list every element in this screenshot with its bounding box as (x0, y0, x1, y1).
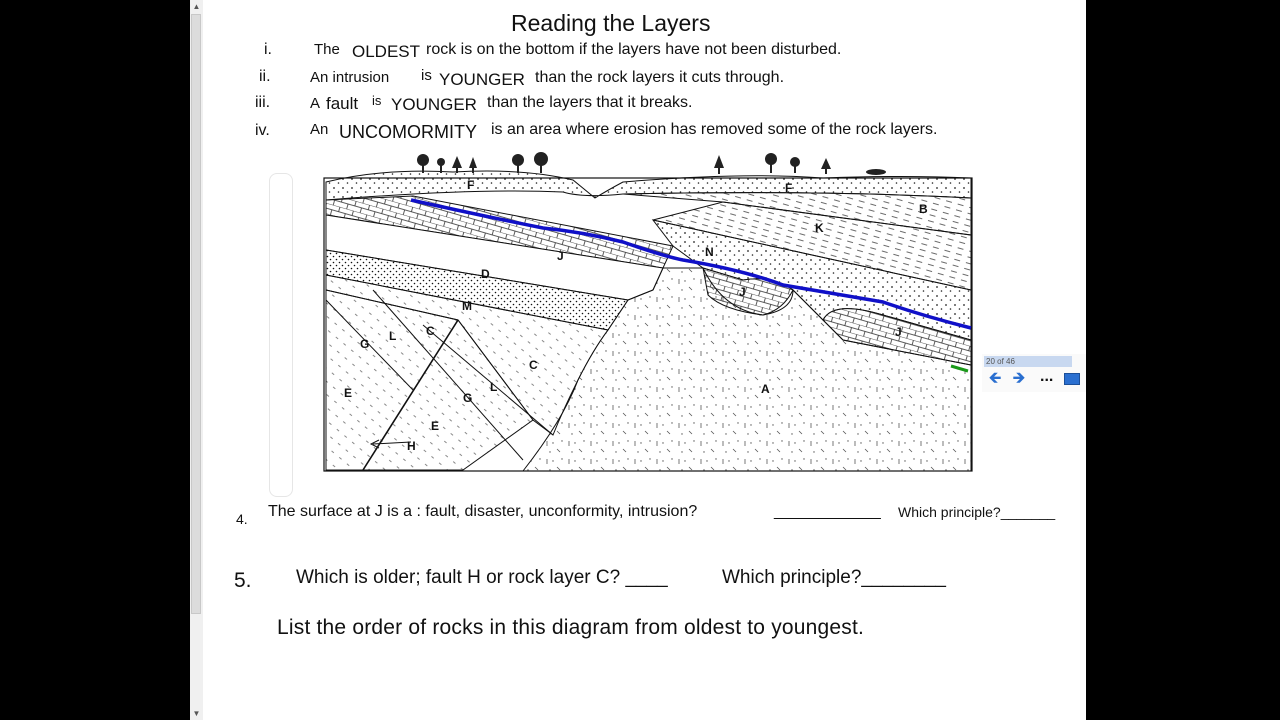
rule-3-fault: fault (326, 94, 359, 113)
rule-4-text: is an area where erosion has removed som… (491, 121, 938, 138)
label-c-left: C (426, 324, 435, 338)
question-4-number: 4. (236, 511, 248, 527)
placeholder-outline (269, 173, 293, 497)
page-title: Reading the Layers (511, 10, 711, 36)
label-l-right: L (490, 380, 497, 394)
rule-4-numeral: iv. (255, 122, 270, 139)
next-slide-button[interactable]: 🡺 (1012, 370, 1026, 387)
rule-2-text: than the rock layers it cuts through. (535, 69, 785, 86)
geologic-cross-section: F F B K N J J J D M L C G C L G E E H A (323, 152, 973, 472)
label-f-left: F (467, 178, 474, 192)
rule-2-is: is (421, 67, 432, 84)
label-l-left: L (389, 329, 396, 343)
rule-1-text-a: The (314, 41, 340, 58)
rule-1-text: rock is on the bottom if the layers have… (426, 41, 842, 58)
label-g-right: G (463, 391, 472, 405)
slide-navigation: 20 of 46 🡸 🡺 ... (982, 354, 1086, 392)
scrollbar-thumb[interactable] (191, 14, 201, 614)
label-a: A (761, 382, 770, 396)
label-c-right: C (529, 358, 538, 372)
question-5-number: 5. (234, 569, 252, 592)
question-5-principle: Which principle?________ (722, 567, 946, 588)
label-h: H (407, 439, 416, 453)
label-j-left: J (557, 249, 564, 263)
previous-slide-button[interactable]: 🡸 (988, 370, 1002, 387)
label-g-left: G (360, 337, 369, 351)
rule-3-keyword: YOUNGER (391, 95, 477, 114)
label-j-right: J (895, 325, 902, 339)
label-e-left: E (344, 386, 352, 400)
rule-3-numeral: iii. (255, 94, 271, 111)
rule-4-keyword: UNCOMORMITY (339, 122, 477, 142)
label-e-right: E (431, 419, 439, 433)
label-d: D (481, 267, 490, 281)
vertical-scrollbar[interactable]: ▲ ▼ (190, 0, 204, 720)
label-n: N (705, 245, 714, 259)
label-j-mid: J (739, 285, 746, 299)
scroll-up-icon[interactable]: ▲ (192, 2, 201, 11)
rule-3-text: than the layers that it breaks. (487, 94, 693, 111)
rule-1-keyword: OLDEST (352, 42, 421, 61)
label-m: M (462, 299, 472, 313)
monitor-icon[interactable] (1064, 373, 1080, 385)
rule-1-numeral: i. (264, 41, 272, 58)
label-k: K (815, 221, 824, 235)
rule-3-text-a: A (310, 95, 321, 112)
rule-3-is: is (372, 93, 382, 108)
page-counter: 20 of 46 (984, 356, 1072, 367)
question-4-text: The surface at J is a : fault, disaster,… (268, 503, 698, 520)
rule-2-numeral: ii. (259, 68, 271, 85)
question-5-text: Which is older; fault H or rock layer C?… (296, 567, 668, 588)
rule-2-keyword: YOUNGER (439, 70, 525, 89)
label-f-right: F (785, 181, 792, 195)
more-options-button[interactable]: ... (1040, 368, 1054, 385)
rule-4-text-a: An (310, 121, 329, 138)
question-4-principle: Which principle?_______ (898, 504, 1056, 520)
rule-2-text-a: An intrusion (310, 69, 390, 86)
label-b: B (919, 202, 928, 216)
question-4-blank: ____________ (774, 503, 881, 520)
scroll-down-icon[interactable]: ▼ (192, 709, 201, 718)
instruction-text: List the order of rocks in this diagram … (277, 616, 865, 639)
